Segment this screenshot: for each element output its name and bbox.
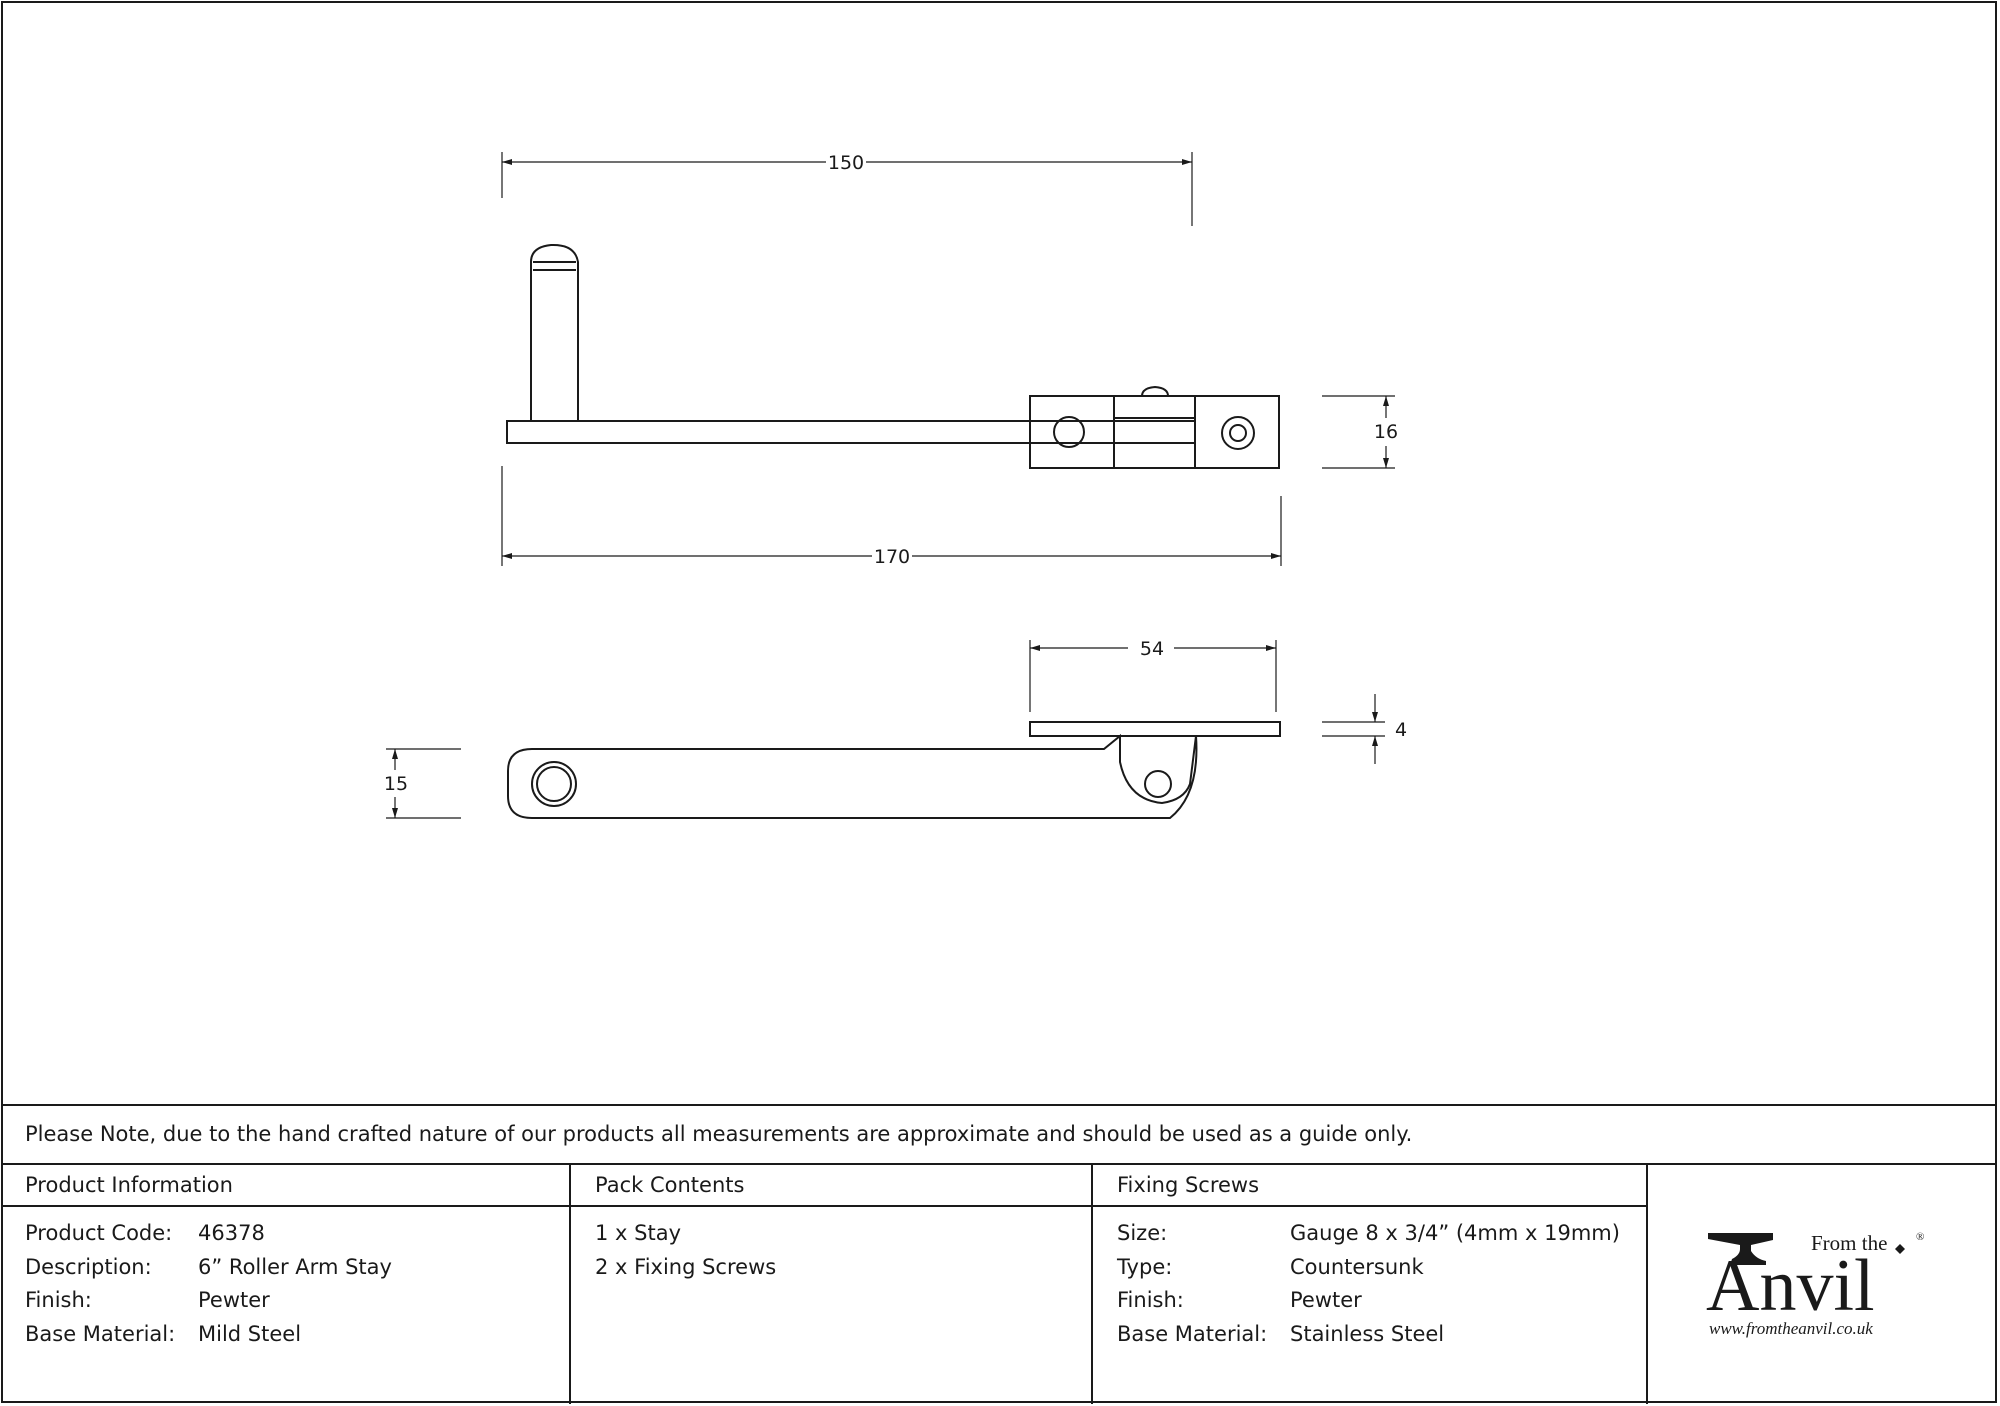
fixing-screws-heading: Fixing Screws bbox=[1093, 1165, 1647, 1207]
dimension-overall-length: 170 bbox=[874, 546, 910, 568]
product-info-heading: Product Information bbox=[1, 1165, 570, 1207]
pack-contents-heading: Pack Contents bbox=[571, 1165, 1092, 1207]
divider bbox=[1091, 1165, 1093, 1404]
dimension-base-length: 54 bbox=[1140, 638, 1164, 660]
divider bbox=[569, 1165, 571, 1404]
info-row: Size:Gauge 8 x 3/4” (4mm x 19mm) bbox=[1117, 1221, 1620, 1245]
divider bbox=[1646, 1165, 1648, 1404]
base-plate bbox=[1029, 721, 1281, 737]
info-row: Finish:Pewter bbox=[1117, 1288, 1362, 1312]
from-the-anvil-logo: From the ® Anvil www.fromtheanvil.co.uk bbox=[1706, 1231, 1924, 1338]
logo-registered: ® bbox=[1916, 1231, 1924, 1243]
info-row: Base Material:Stainless Steel bbox=[1117, 1321, 1445, 1346]
dimension-base-thickness: 4 bbox=[1395, 719, 1407, 741]
diamond-icon bbox=[1895, 1244, 1905, 1254]
info-row: Product Code:46378 bbox=[25, 1221, 265, 1245]
pin-shape bbox=[530, 243, 579, 421]
list-item: 1 x Stay bbox=[595, 1221, 681, 1245]
product-info-panel: Product Information Product Code:46378 D… bbox=[1, 1165, 570, 1404]
end-plate bbox=[1194, 395, 1280, 469]
logo-brand: Anvil bbox=[1706, 1245, 1875, 1327]
technical-drawing: 150 170 16 54 4 15 bbox=[384, 152, 1407, 819]
dimension-top-width: 150 bbox=[828, 152, 864, 174]
dimension-arm-height: 15 bbox=[384, 773, 408, 795]
anvil-icon bbox=[1708, 1233, 1773, 1265]
info-row: Base Material:Mild Steel bbox=[25, 1321, 302, 1346]
pack-contents-panel: Pack Contents 1 x Stay 2 x Fixing Screws bbox=[571, 1165, 1092, 1404]
fixing-screws-panel: Fixing Screws Size:Gauge 8 x 3/4” (4mm x… bbox=[1093, 1165, 1647, 1404]
top-view bbox=[506, 243, 1280, 469]
list-item: 2 x Fixing Screws bbox=[595, 1254, 777, 1279]
logo-from-the: From the bbox=[1811, 1231, 1887, 1255]
logo-website: www.fromtheanvil.co.uk bbox=[1709, 1319, 1873, 1338]
dimension-head-height: 16 bbox=[1374, 421, 1398, 443]
info-row: Description:6” Roller Arm Stay bbox=[25, 1254, 392, 1279]
info-row: Type:Countersunk bbox=[1117, 1254, 1424, 1279]
arm-bar bbox=[506, 420, 1196, 444]
side-arm bbox=[507, 733, 1198, 819]
info-row: Finish:Pewter bbox=[25, 1288, 270, 1312]
measurement-note: Please Note, due to the hand crafted nat… bbox=[1, 1104, 1997, 1165]
side-view bbox=[507, 721, 1281, 819]
